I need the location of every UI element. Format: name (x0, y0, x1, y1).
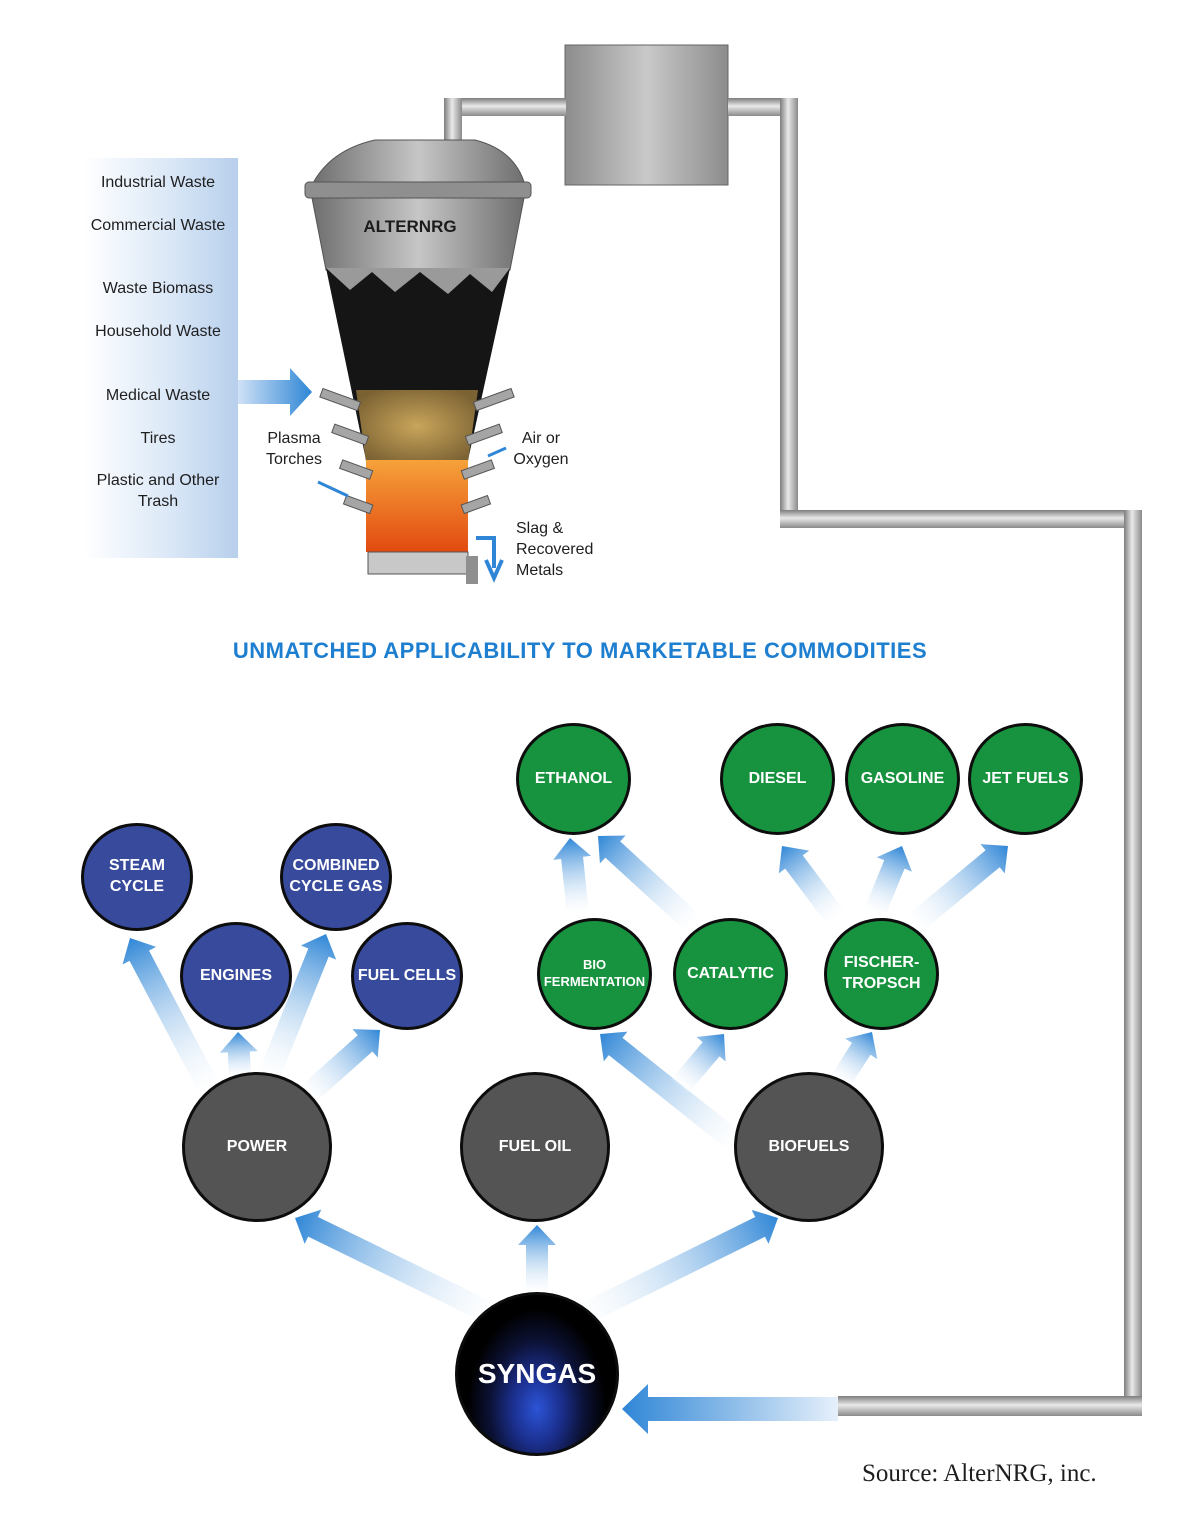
plasma-torches-label: Plasma Torches (265, 430, 323, 468)
arrow-syngas-to-power (294, 1209, 501, 1326)
flow-arrows (122, 835, 1008, 1326)
separator-tank (564, 44, 729, 186)
waste-industrial: Industrial Waste (100, 174, 216, 191)
node-combined-cycle-gas: COMBINED CYCLE GAS (280, 823, 392, 931)
node-biofuels: BIOFUELS (734, 1072, 884, 1222)
source-credit: Source: AlterNRG, inc. (862, 1460, 1097, 1487)
waste-input-panel (84, 158, 238, 558)
arrow-biofuels-to-bio-fermentation (599, 1031, 745, 1153)
node-engines: ENGINES (180, 922, 292, 1030)
pipe-top-left (444, 98, 566, 116)
node-ethanol: ETHANOL (516, 723, 631, 835)
arrow-biofuels-to-fischer (830, 1031, 878, 1088)
pipe-right-down (780, 98, 798, 520)
pipe-top-right (728, 98, 784, 116)
pipe-far-right-down (1124, 510, 1142, 1410)
node-fuel-cells: FUEL CELLS (351, 922, 463, 1030)
node-bio-fermentation: BIO FERMENTATION (537, 918, 652, 1030)
reactor-logo: ALTERNRG (363, 217, 456, 236)
syngas-feed-arrow (622, 1384, 838, 1434)
input-arrow (238, 368, 312, 416)
node-catalytic: CATALYTIC (673, 918, 788, 1030)
torch-pointer (317, 480, 349, 498)
headline: UNMATCHED APPLICABILITY TO MARKETABLE CO… (232, 638, 928, 663)
waste-commercial: Commercial Waste (90, 217, 226, 234)
arrow-fischer-to-jet-fuels (906, 844, 1008, 933)
waste-tires: Tires (140, 430, 176, 447)
arrow-fischer-to-diesel (778, 845, 845, 925)
arrow-power-to-steam (122, 938, 220, 1096)
arrow-power-to-combined (257, 933, 337, 1083)
arrow-power-to-engines (219, 1031, 258, 1079)
node-jet-fuels: JET FUELS (968, 723, 1083, 835)
node-power: POWER (182, 1072, 332, 1222)
waste-biomass: Waste Biomass (102, 280, 214, 297)
waste-medical: Medical Waste (105, 387, 211, 404)
node-diesel: DIESEL (720, 723, 835, 835)
arrow-biofuels-to-catalytic (671, 1034, 726, 1094)
slag-pointer (476, 536, 504, 583)
node-syngas: SYNGAS (455, 1292, 619, 1456)
waste-plastic: Plastic and Other Trash (96, 472, 220, 510)
plasma-reactor: ALTERNRG (304, 139, 532, 584)
pipe-middle-horizontal (780, 510, 1130, 528)
arrow-bio-fermentation-to-ethanol (553, 837, 591, 916)
arrow-fischer-to-gasoline (863, 846, 912, 919)
node-fuel-oil: FUEL OIL (460, 1072, 610, 1222)
pipe-system (444, 44, 1142, 1416)
arrow-syngas-to-biofuels (575, 1209, 778, 1326)
arrow-catalytic-to-ethanol (597, 835, 702, 933)
air-oxygen-label: Air or Oxygen (513, 430, 569, 468)
arrow-syngas-to-fuel-oil (518, 1225, 556, 1294)
node-fischer-tropsch: FISCHER-TROPSCH (824, 918, 939, 1030)
arrow-power-to-fuel-cells (298, 1029, 380, 1105)
node-gasoline: GASOLINE (845, 723, 960, 835)
air-pointer (487, 446, 507, 458)
pipe-bottom-horizontal (838, 1396, 1142, 1416)
waste-household: Household Waste (95, 323, 221, 340)
slag-label: Slag & Recovered Metals (516, 520, 594, 579)
node-steam-cycle: STEAM CYCLE (81, 823, 193, 931)
